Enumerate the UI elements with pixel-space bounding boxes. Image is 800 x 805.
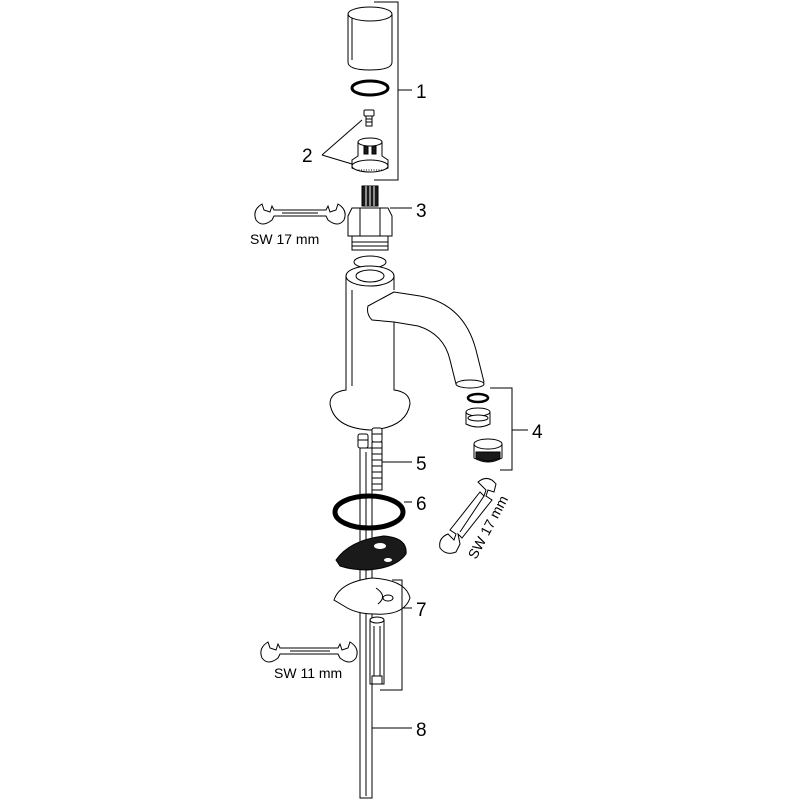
wrench-icon-bottom [260,641,358,663]
callout-1: 1 [416,82,427,103]
faucet-body [329,265,485,431]
ceramic-cartridge [347,185,393,269]
wrench-icon [254,203,346,225]
callout-5: 5 [416,454,427,475]
handle-cap [347,6,393,71]
mounting-plate-silver [333,577,411,615]
callout-2: 2 [302,146,313,167]
grub-screw [363,109,375,127]
wrench-icon-diagonal [439,478,497,554]
spindle-adapter [351,137,389,173]
wrench-size-label-top: SW 17 mm [250,231,319,247]
o-ring [350,79,390,97]
connection-hoses [357,427,383,491]
threaded-stud [369,616,385,685]
mounting-plate-black [335,535,407,571]
callout-7: 7 [416,600,427,621]
base-gasket [332,493,406,531]
aerator-insert [473,438,503,463]
aerator-housing [465,407,491,428]
callout-8: 8 [416,720,427,741]
callout-4: 4 [532,422,543,443]
connection-rod [359,447,373,799]
aerator-seal [466,392,490,404]
wrench-size-label-bottom: SW 11 mm [274,665,342,681]
callout-3: 3 [416,201,427,222]
callout-6: 6 [416,494,427,515]
